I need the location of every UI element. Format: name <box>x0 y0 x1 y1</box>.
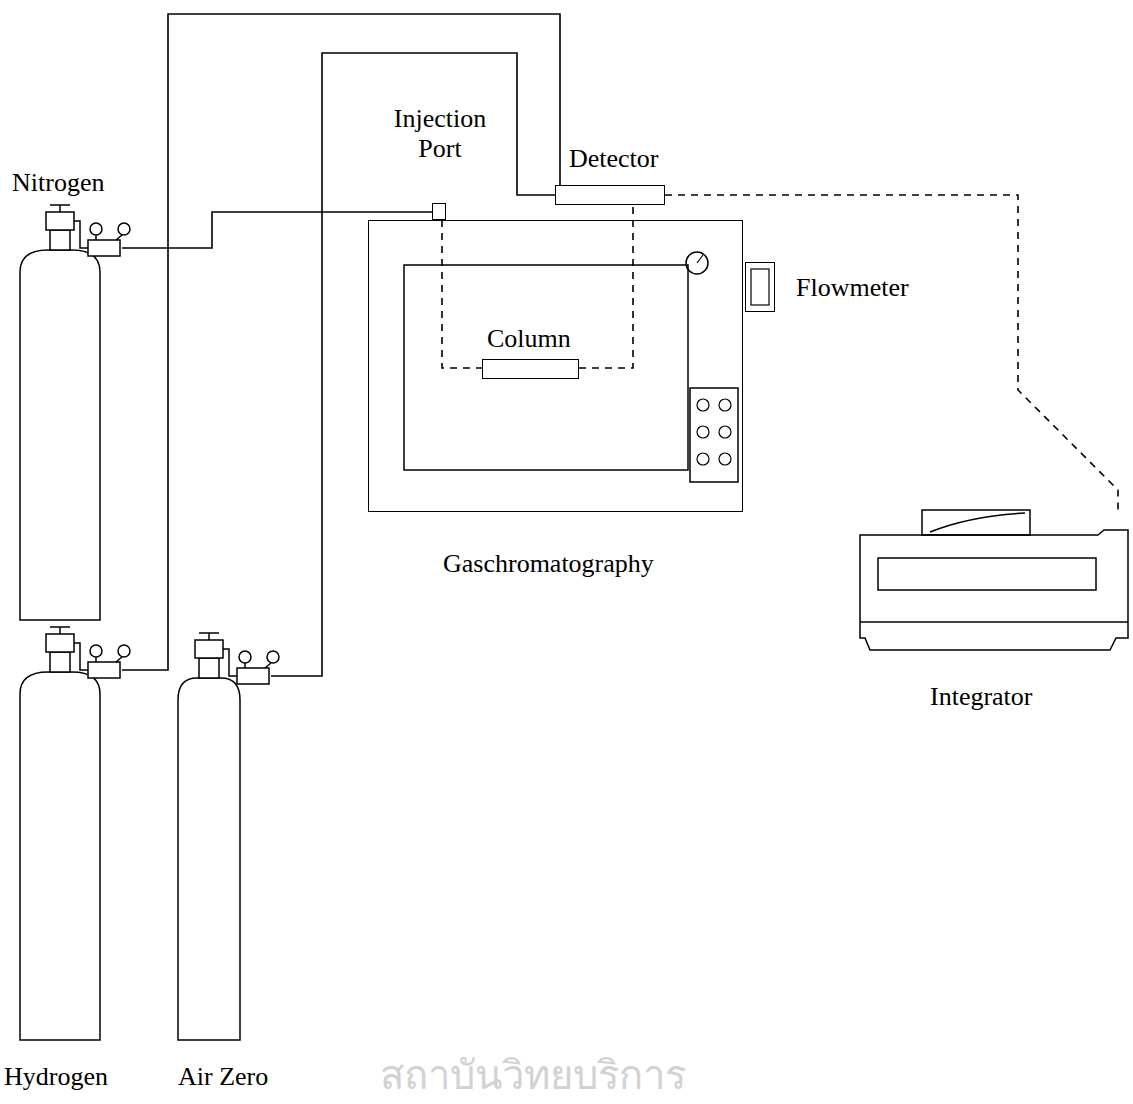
control-knob <box>719 399 731 411</box>
pressure-gauge <box>90 223 102 235</box>
pressure-gauge <box>118 645 130 657</box>
pressure-gauge <box>90 645 102 657</box>
integrator-display <box>878 558 1096 590</box>
label-holder: Flowmeter <box>796 273 909 303</box>
pressure-regulator <box>237 668 269 684</box>
label-holder: Hydrogen <box>4 1062 108 1092</box>
gauge-stem <box>116 657 122 662</box>
shape-outline <box>176 628 271 1040</box>
regulator-pipe <box>223 649 237 676</box>
injection-port: Injection Port <box>432 203 446 220</box>
cylinder-neck <box>50 652 70 672</box>
signal-line <box>442 220 482 368</box>
detector-box: Detector <box>555 185 665 205</box>
flowmeter-tube <box>751 269 769 305</box>
label-holder: Injection Port <box>386 104 494 164</box>
label-holder: Nitrogen <box>12 168 104 198</box>
label-holder: Integrator <box>930 682 1033 712</box>
control-knob <box>719 426 731 438</box>
cylinder-valve <box>195 640 223 658</box>
gas-line <box>271 53 555 676</box>
integrator-device: Integrator <box>860 510 1128 655</box>
cylinder-body <box>178 678 240 1040</box>
flowmeter: Flowmeter <box>745 262 775 312</box>
pressure-gauge <box>267 651 279 663</box>
shape-outline <box>18 200 122 620</box>
component-label: Integrator <box>930 682 1033 712</box>
shape-outline <box>18 622 122 1040</box>
component-label: Nitrogen <box>12 168 104 198</box>
gauge-needle <box>697 255 703 263</box>
shape-outline <box>860 510 1128 655</box>
signal-line <box>579 205 633 368</box>
pressure-gauge <box>118 223 130 235</box>
component-label: Hydrogen <box>4 1062 108 1092</box>
control-panel <box>690 388 738 482</box>
valve-stem <box>59 205 61 212</box>
cylinder-valve <box>46 634 74 652</box>
column-box: Column <box>482 359 579 379</box>
gas-cylinder: Nitrogen <box>18 200 122 620</box>
cylinder-body <box>20 672 100 1040</box>
regulator-pipe <box>74 643 88 670</box>
pressure-regulator <box>88 240 120 256</box>
valve-stem <box>208 633 210 640</box>
label-holder: Column <box>487 324 571 354</box>
cylinder-valve <box>46 212 74 230</box>
component-label: Column <box>487 324 571 354</box>
gauge-stem <box>265 663 271 668</box>
watermark: สถาบันวิทยบริการ <box>380 1052 686 1098</box>
regulator-pipe <box>74 221 88 248</box>
label-holder: สถาบันวิทยบริการ <box>380 1052 686 1098</box>
component-label: Air Zero <box>178 1062 268 1092</box>
integrator-trim <box>860 621 1128 623</box>
gas-chromatograph: GaschromatographyColumn <box>368 220 743 512</box>
pressure-gauge <box>686 252 708 274</box>
gauge-stem <box>116 235 122 240</box>
component-label: Detector <box>569 144 659 174</box>
paper-holder <box>922 510 1030 535</box>
oven-window <box>404 265 688 470</box>
label-holder: Gaschromatography <box>443 549 654 579</box>
cylinder-neck <box>199 658 219 678</box>
control-knob <box>719 453 731 465</box>
control-knob <box>697 453 709 465</box>
pressure-regulator <box>88 662 120 678</box>
valve-stem <box>59 627 61 634</box>
cylinder-neck <box>50 230 70 250</box>
control-knob <box>697 426 709 438</box>
control-knob <box>697 399 709 411</box>
component-label: Injection Port <box>386 104 494 164</box>
signal-line <box>665 195 1118 510</box>
integrator-body <box>860 530 1128 650</box>
component-label: Flowmeter <box>796 273 909 303</box>
gas-cylinder: Hydrogen <box>18 622 122 1040</box>
cylinder-body <box>20 250 100 620</box>
gas-cylinder: Air Zero <box>176 628 271 1040</box>
component-label: Gaschromatography <box>443 549 654 579</box>
paper-curl <box>930 513 1025 532</box>
label-holder: Detector <box>569 144 659 174</box>
label-holder: Air Zero <box>178 1062 268 1092</box>
pressure-gauge <box>239 651 251 663</box>
